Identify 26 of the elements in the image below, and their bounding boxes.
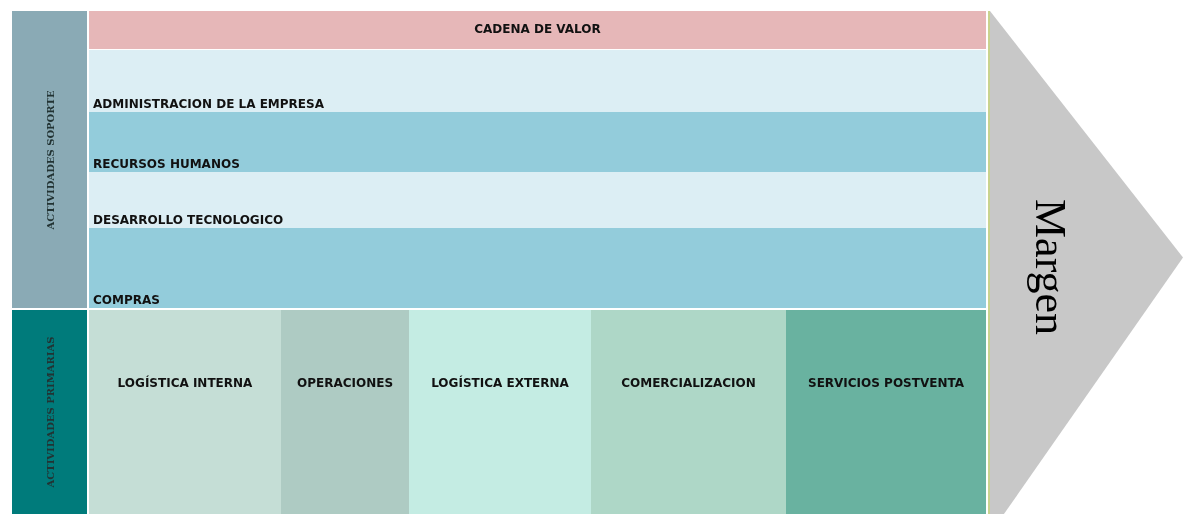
activity-column bbox=[591, 310, 786, 514]
activity-column bbox=[281, 310, 409, 514]
margin-arrow bbox=[988, 11, 1183, 514]
activity-label: OPERACIONES bbox=[295, 376, 395, 391]
activity-row bbox=[89, 228, 986, 308]
side-band bbox=[12, 11, 87, 308]
activity-row bbox=[89, 50, 986, 112]
activity-label: COMERCIALIZACION bbox=[620, 376, 757, 391]
header-bar bbox=[89, 11, 986, 49]
activity-label: COMPRAS bbox=[93, 293, 160, 307]
activity-column bbox=[786, 310, 986, 514]
activity-label: LOGÍSTICA INTERNA bbox=[116, 376, 254, 391]
activity-label: SERVICIOS POSTVENTA bbox=[807, 376, 965, 391]
activity-label: LOGÍSTICA EXTERNA bbox=[430, 376, 570, 391]
side-band bbox=[12, 310, 87, 514]
chain-title: CADENA DE VALOR bbox=[473, 22, 602, 36]
activity-label: RECURSOS HUMANOS bbox=[93, 157, 240, 171]
group-label: ACTIVIDADES SOPORTE bbox=[44, 89, 55, 230]
activity-column bbox=[409, 310, 591, 514]
margin-label: Margen bbox=[1024, 199, 1076, 335]
activity-row bbox=[89, 112, 986, 172]
activity-label: DESARROLLO TECNOLOGICO bbox=[93, 213, 284, 227]
activity-label: ADMINISTRACION DE LA EMPRESA bbox=[93, 97, 324, 111]
group-label: ACTIVIDADES PRIMARIAS bbox=[44, 336, 55, 488]
activity-column bbox=[89, 310, 281, 514]
activity-row bbox=[89, 172, 986, 228]
